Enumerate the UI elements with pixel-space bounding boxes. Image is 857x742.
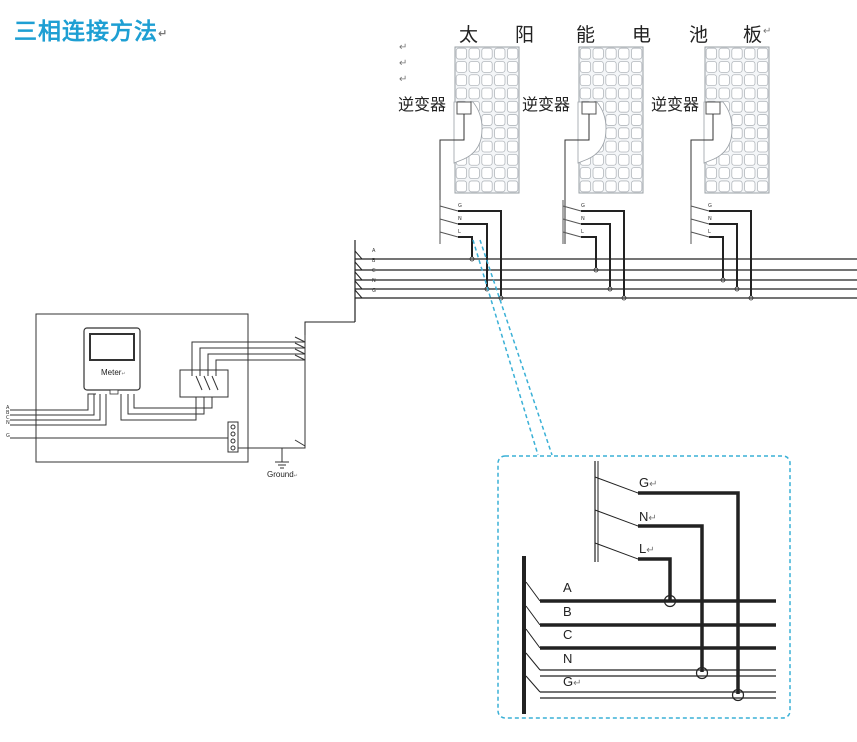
bus-label: C [372,268,376,274]
solar-panel-2 [577,46,644,194]
detail-bus-label-c: C [563,627,573,642]
terminal-label: N [458,216,462,222]
detail-bus-label-n: N [563,651,573,666]
main-bus [304,240,857,340]
terminal-label: G [708,203,712,209]
panels-title-char: 电 [632,24,652,46]
solar-panel-3 [703,46,770,194]
detail-view-frame [497,455,791,719]
bus-label: A [372,248,376,254]
terminal-label: G [581,203,585,209]
detail-wiring [522,461,776,714]
meter-input-label: A [6,405,10,411]
meter-input-label: N [6,420,10,426]
inverter-terminal-strips [439,200,710,244]
detail-bus-label-b: B [563,604,572,619]
meter-label: Meter↵ [101,368,126,377]
inverter-label-2: 逆变器 [522,95,571,114]
terminal-label: L [708,229,711,235]
bus-label: G [372,288,376,294]
inverter-label-3: 逆变器 [651,95,700,114]
meter-box [10,313,306,469]
detail-terminal-label-g: G↵ [639,475,658,490]
panels-title-char: 板 [743,24,763,46]
terminal-label: N [708,216,712,222]
ground-label: Ground↵ [267,470,298,479]
detail-bus-label-g: G↵ [563,674,582,689]
panels-title-char: 阳 [515,24,535,46]
meter-input-label: C [6,415,10,421]
detail-terminal-label-n: N↵ [639,509,657,524]
panels-title-char: 太 [459,24,479,46]
inverter-wiring [439,101,721,244]
panels-title-char: 能 [576,24,596,46]
terminal-label: N [581,216,585,222]
meter-input-label: G [6,433,10,439]
panels-title-char: 池 [689,24,709,46]
terminal-label: G [458,203,462,209]
meter-input-label: B [6,410,10,416]
detail-terminal-label-l: L↵ [639,541,655,556]
bus-label: N [372,278,376,284]
zoom-callout-lines [472,239,553,456]
inverter-label-1: 逆变器 [398,95,447,114]
connection-nodes [469,256,754,301]
page-title: 三相连接方法↵ [14,19,169,45]
detail-bus-label-a: A [563,580,572,595]
terminal-label: L [581,229,584,235]
solar-panel-1 [453,46,520,194]
bus-label: B [372,258,376,264]
inverter-drop-wires [458,210,752,298]
terminal-label: L [458,229,461,235]
